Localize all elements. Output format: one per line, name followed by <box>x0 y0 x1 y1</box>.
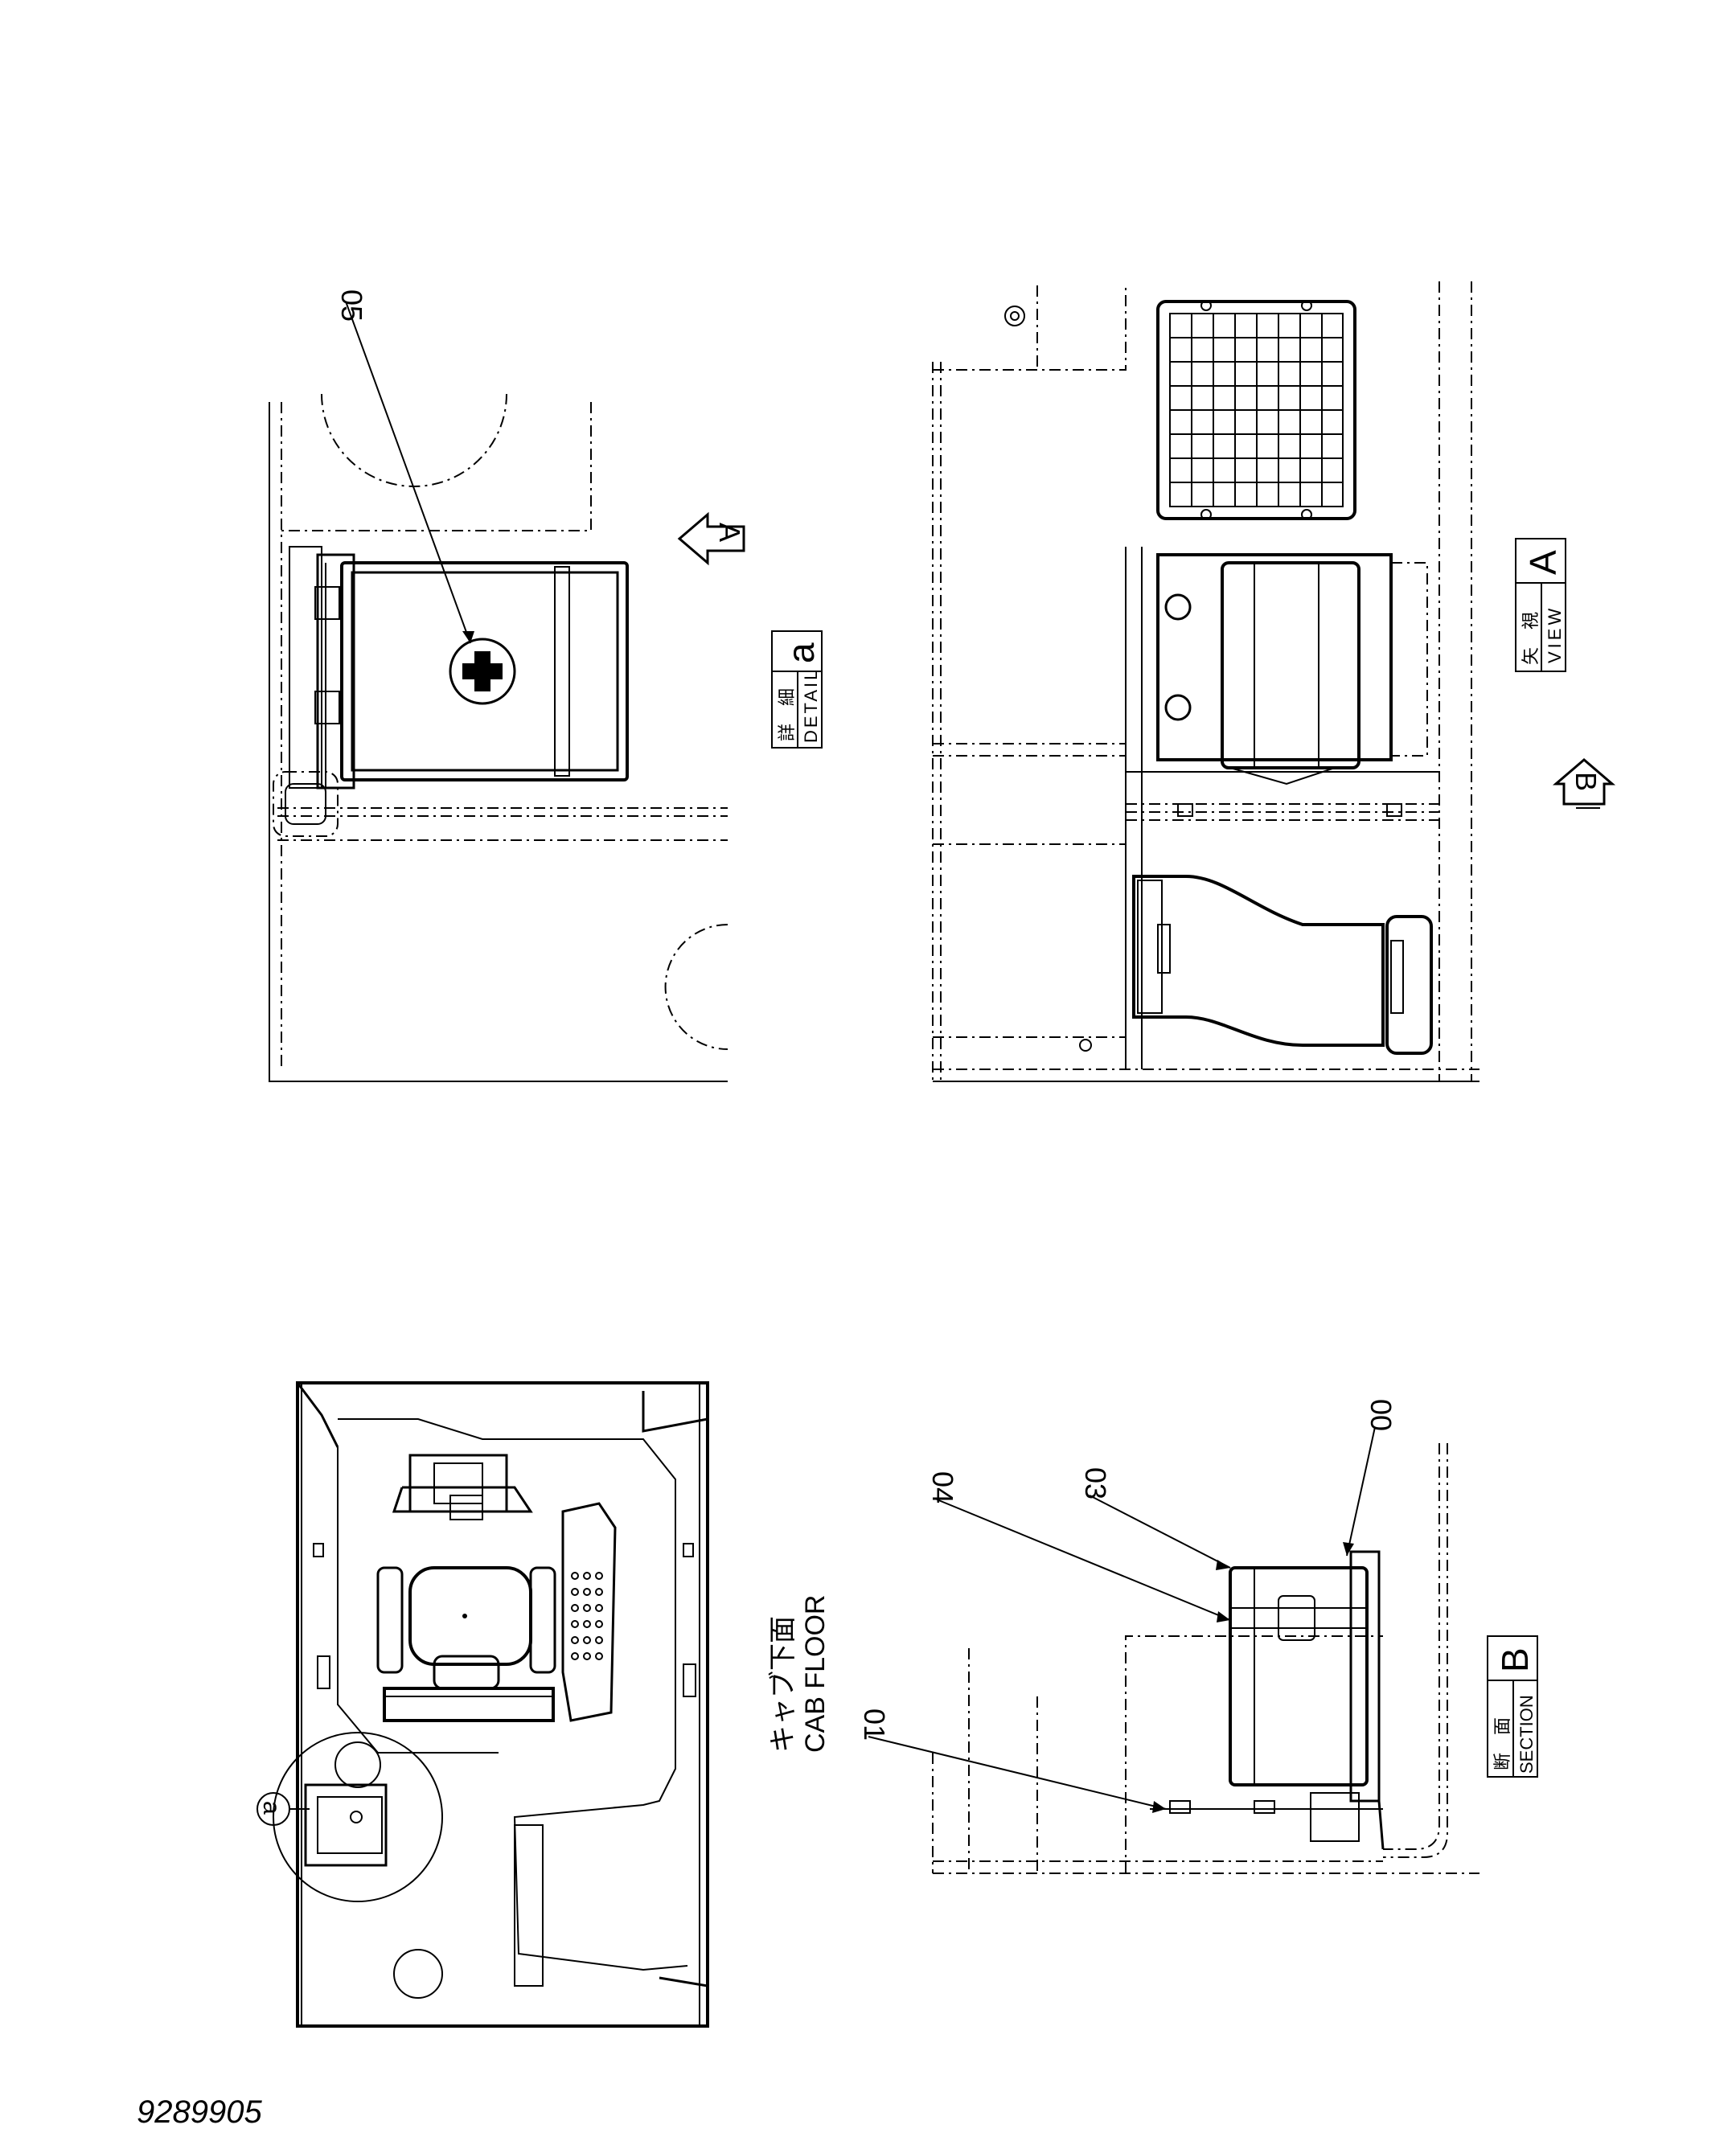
cab-floor-jp: キャブ下面 <box>768 1616 798 1753</box>
view-a-jp: 矢 視 <box>1521 612 1541 665</box>
view-arrow-a-label: A <box>713 523 746 542</box>
view-arrow-b-label: B <box>1570 772 1603 791</box>
callout-01: 01 <box>858 1708 891 1741</box>
section-b-en: SECTION <box>1516 1695 1537 1774</box>
drawing-number: 9289905 <box>137 2094 262 2130</box>
section-b-letter: B <box>1494 1647 1536 1672</box>
view-a-letter: A <box>1522 550 1564 575</box>
cab-floor-label: キャブ下面 CAB FLOOR <box>768 1595 831 1753</box>
detail-a-en: DETAIL <box>801 668 821 743</box>
cab-floor-drawing: a <box>257 1381 709 2028</box>
cab-floor-en: CAB FLOOR <box>800 1595 831 1753</box>
detail-a-letter: a <box>780 642 822 663</box>
detail-a-label: 詳 細 DETAIL a <box>771 630 823 749</box>
callout-00: 00 <box>1365 1399 1397 1431</box>
section-b-drawing: 01 04 03 00 <box>858 1399 1479 1874</box>
view-a-drawing: B <box>932 281 1616 1082</box>
callout-03: 03 <box>1079 1467 1112 1499</box>
callout-05: 05 <box>335 289 368 322</box>
detail-a-drawing: 05 A <box>269 289 746 1082</box>
grille-cells <box>1170 314 1343 507</box>
section-b-jp: 断 面 <box>1492 1717 1512 1770</box>
section-b-label: 断 面 SECTION B <box>1487 1635 1538 1778</box>
keypad-buttons <box>571 1572 603 1660</box>
view-a-en: VIEW <box>1545 605 1565 663</box>
detail-a-jp: 詳 細 <box>777 688 797 741</box>
callout-04: 04 <box>926 1471 959 1503</box>
circle-ref-a: a <box>258 1801 285 1815</box>
view-a-label: 矢 視 VIEW A <box>1515 538 1566 672</box>
